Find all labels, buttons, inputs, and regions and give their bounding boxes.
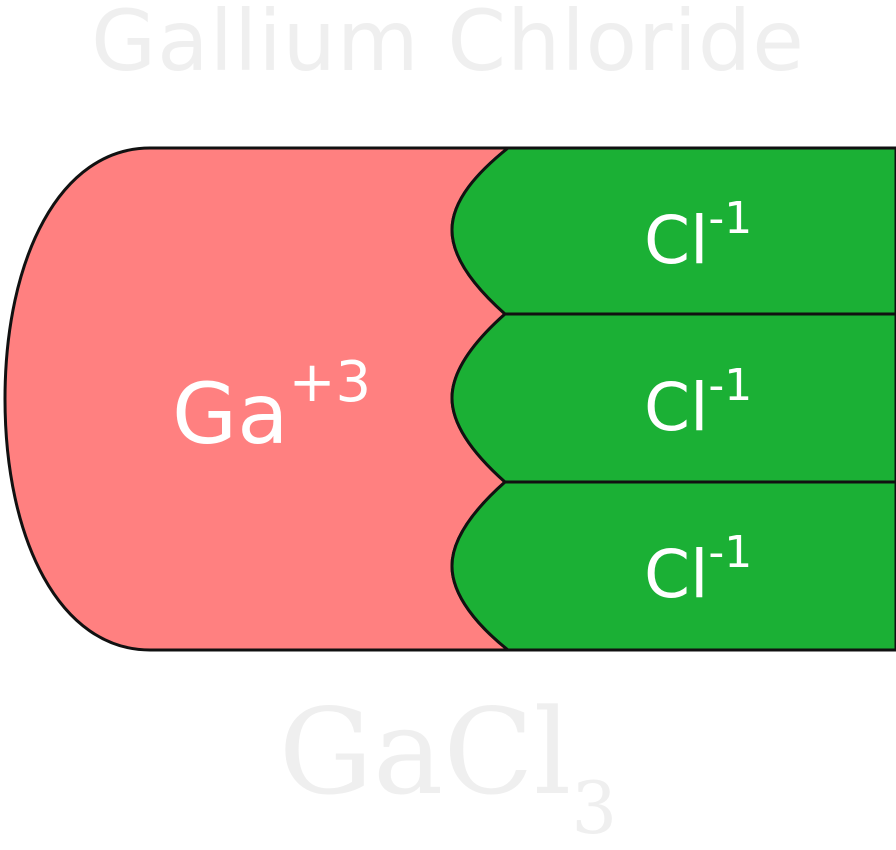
chloride-label-3: Cl-1 [644, 527, 752, 613]
chloride-label-2: Cl-1 [644, 360, 752, 446]
gallium-symbol: Ga [172, 365, 289, 463]
chemical-formula: GaCl3 [0, 693, 896, 844]
chloride-ion-shape-2 [450, 312, 896, 484]
chloride-symbol-1: Cl [644, 202, 708, 279]
chloride-charge-3: -1 [708, 527, 752, 578]
chloride-symbol-3: Cl [644, 536, 708, 613]
page-title: Gallium Chloride [91, 0, 805, 90]
chloride-ion-shape-3 [450, 480, 896, 652]
gallium-charge: +3 [289, 350, 372, 415]
formula-subscript: 3 [571, 766, 618, 850]
chloride-charge-2: -1 [708, 360, 752, 411]
chloride-charge-1: -1 [708, 193, 752, 244]
gallium-label: Ga+3 [172, 350, 371, 463]
formula-base: GaCl [278, 683, 572, 821]
chloride-symbol-2: Cl [644, 369, 708, 446]
chloride-label-1: Cl-1 [644, 193, 752, 279]
chloride-ion-shape-1 [450, 146, 896, 316]
